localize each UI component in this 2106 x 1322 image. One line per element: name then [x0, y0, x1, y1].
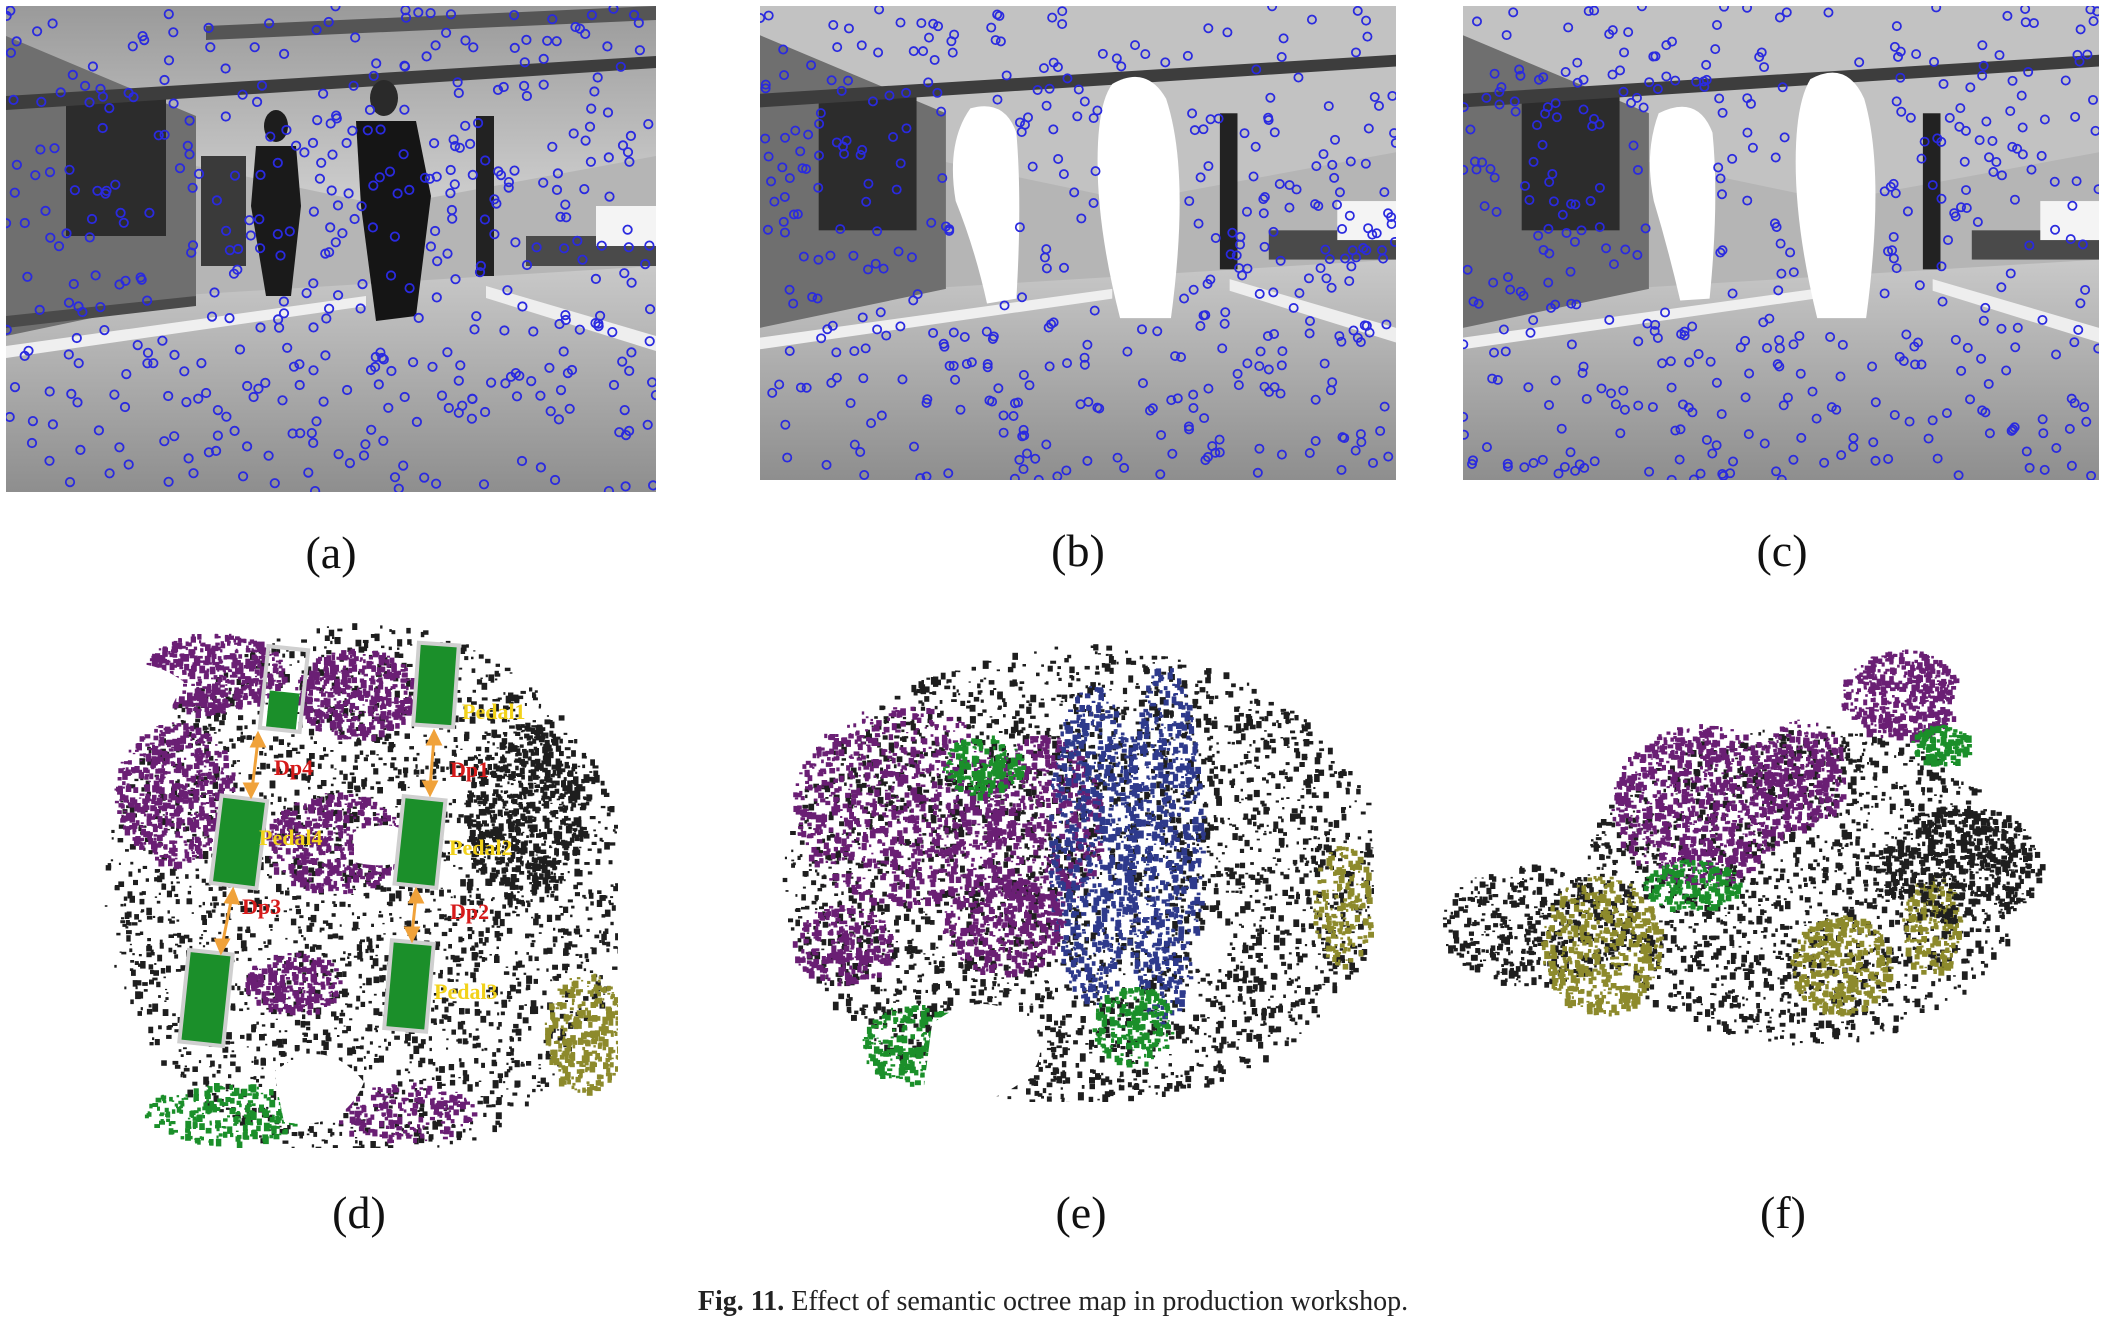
octree-map-d: Pedal1 Pedal2 Pedal3 Pedal4 Dp1 Dp2 Dp3 …: [104, 612, 618, 1148]
subfigure-label-c: (c): [1702, 528, 1862, 574]
distance-arrows: [213, 728, 443, 956]
photo-panel-c: [1463, 6, 2099, 480]
feature-points: [1463, 6, 2099, 480]
photo-panel-a: [6, 6, 656, 492]
distance-label-4: Dp4: [274, 755, 313, 780]
subfigure-label-b: (b): [998, 528, 1158, 574]
feature-points: [760, 6, 1396, 480]
subfigure-label-f: (f): [1703, 1190, 1863, 1236]
pedal-label-1: Pedal1: [462, 699, 526, 724]
octree-map-e: [782, 624, 1374, 1102]
pedal-box-2: [392, 793, 448, 891]
pedal-box-1: [411, 640, 461, 730]
distance-label-3: Dp3: [242, 894, 281, 919]
pedal-label-4: Pedal4: [259, 825, 323, 850]
feature-points: [6, 6, 656, 492]
pedal-box-4: [208, 793, 270, 891]
pedal-box-3: [382, 938, 436, 1034]
workshop-photo-c: [1463, 6, 2099, 480]
figure-number: Fig. 11.: [698, 1286, 784, 1317]
photo-panel-b: [760, 6, 1396, 480]
subfigure-label-d: (d): [279, 1190, 439, 1236]
octree-map-panel-d: Pedal1 Pedal2 Pedal3 Pedal4 Dp1 Dp2 Dp3 …: [104, 612, 618, 1148]
workshop-photo-b: [760, 6, 1396, 480]
octree-map-panel-f: [1440, 624, 2056, 1100]
pedal-label-3: Pedal3: [434, 979, 498, 1004]
subfigure-label-e: (e): [1001, 1190, 1161, 1236]
pedal-box-0: [257, 643, 311, 735]
distance-label-2: Dp2: [450, 899, 489, 924]
caption-text: Effect of semantic octree map in product…: [791, 1286, 1408, 1317]
pedal-box-5: [177, 947, 235, 1049]
subfigure-label-a: (a): [251, 530, 411, 576]
distance-label-1: Dp1: [450, 757, 489, 782]
octree-map-panel-e: [782, 624, 1374, 1102]
pedal-label-2: Pedal2: [449, 835, 513, 860]
octree-map-f: [1440, 624, 2056, 1100]
workshop-photo-a: [6, 6, 656, 492]
figure-caption: Fig. 11. Effect of semantic octree map i…: [0, 1286, 2106, 1318]
